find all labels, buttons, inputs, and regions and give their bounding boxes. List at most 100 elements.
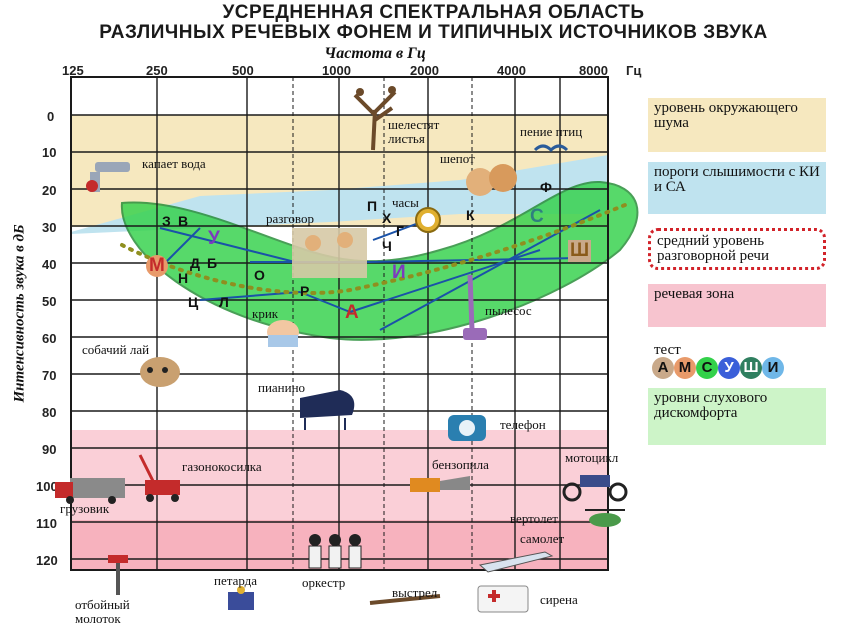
heli-icon xyxy=(585,509,625,527)
phoneme-sh: Ш xyxy=(568,240,592,262)
piano-icon xyxy=(300,390,355,430)
legend-thresholds: пороги слышимости с КИ и СА xyxy=(648,162,826,214)
talkers-icon xyxy=(292,228,367,278)
phoneme-n: Н xyxy=(178,270,189,286)
label-mower: газонокосилка xyxy=(182,459,262,474)
y-tick-40: 40 xyxy=(42,257,57,272)
test-letter-s: С xyxy=(696,357,718,379)
legend-discomfort: уровни слухового дискомфорта xyxy=(648,388,826,445)
phoneme-f: Ф xyxy=(540,179,552,195)
average-speech-level xyxy=(120,203,627,295)
x-tick-1000: 1000 xyxy=(322,63,351,78)
label-heli: вертолет xyxy=(510,511,558,526)
legend-noise: уровень окружающего шума xyxy=(648,98,826,152)
label-tap: капает вода xyxy=(142,156,206,171)
y-tick-120: 120 xyxy=(36,553,58,568)
phoneme-u: У xyxy=(208,228,220,249)
test-letter-a: А xyxy=(652,357,674,379)
phoneme-d: Д xyxy=(190,255,200,271)
phoneme-g: Г xyxy=(396,223,404,239)
ambulance-icon xyxy=(477,585,529,613)
bird-icon xyxy=(533,144,569,153)
phoneme-k: К xyxy=(466,207,475,223)
title-line-2: РАЗЛИЧНЫХ РЕЧЕВЫХ ФОНЕМ И ТИПИЧНЫХ ИСТОЧ… xyxy=(99,22,768,43)
phoneme-kh: Х xyxy=(382,210,392,226)
phoneme-a: А xyxy=(345,302,359,323)
y-tick-30: 30 xyxy=(42,220,57,235)
phoneme-i: И xyxy=(392,262,406,283)
x-tick-2000: 2000 xyxy=(410,63,439,78)
phoneme-s: С xyxy=(530,206,544,227)
label-leaves: шелестят листья xyxy=(388,117,440,146)
test-letters: А М С У Ш И xyxy=(652,357,784,379)
label-orchestra: оркестр xyxy=(302,575,346,590)
y-tick-60: 60 xyxy=(42,331,57,346)
label-phone: телефон xyxy=(500,417,546,432)
clock-icon xyxy=(415,207,441,233)
legend-test-label: тест xyxy=(654,342,681,358)
chainsaw-icon xyxy=(410,476,470,492)
test-letter-sh: Ш xyxy=(740,357,762,379)
legend-speech-zone: речевая зона xyxy=(648,284,826,327)
y-tick-20: 20 xyxy=(42,183,57,198)
mower-icon xyxy=(138,454,180,502)
label-chainsaw: бензопила xyxy=(432,457,489,472)
y-tick-50: 50 xyxy=(42,294,57,309)
x-tick-8000: 8000 xyxy=(579,63,608,78)
x-axis-label: Частота в Гц xyxy=(324,45,426,62)
y-tick-70: 70 xyxy=(42,368,57,383)
moto-icon xyxy=(562,475,628,502)
baby-icon xyxy=(267,320,299,347)
tree-icon xyxy=(353,86,397,151)
phoneme-z: З xyxy=(162,213,171,229)
x-tick-250: 250 xyxy=(146,63,168,78)
label-birds: пение птиц xyxy=(520,124,583,139)
label-shout: крик xyxy=(252,306,279,321)
y-tick-80: 80 xyxy=(42,405,57,420)
faces-icon xyxy=(466,164,517,196)
phoneme-ch: Ч xyxy=(382,238,392,254)
title-line-1: УСРЕДНЕННАЯ СПЕКТРАЛЬНАЯ ОБЛАСТЬ xyxy=(222,2,645,23)
legend-test: тест А М С У Ш И xyxy=(648,340,826,379)
label-moto: мотоцикл xyxy=(565,450,619,465)
plane-icon xyxy=(478,551,554,573)
y-tick-0: 0 xyxy=(47,109,55,124)
phoneme-m: М xyxy=(146,255,168,277)
truck-icon xyxy=(55,478,125,504)
test-letter-i: И xyxy=(762,357,784,379)
y-tick-10: 10 xyxy=(42,145,57,160)
label-siren: сирена xyxy=(540,592,578,607)
tap-icon xyxy=(86,162,130,192)
phoneme-r: Р xyxy=(300,283,310,299)
label-vacuum: пылесос xyxy=(485,303,532,318)
rifle-icon xyxy=(369,594,441,605)
phoneme-l: Л xyxy=(219,294,229,310)
y-tick-90: 90 xyxy=(42,442,57,457)
phoneme-o: О xyxy=(254,267,265,283)
label-plane: самолет xyxy=(520,531,565,546)
phoneme-v: В xyxy=(178,213,189,229)
label-dog: собачий лай xyxy=(82,342,150,357)
phone-icon xyxy=(448,415,486,441)
test-letter-u: У xyxy=(718,357,740,379)
firecracker-icon xyxy=(228,586,254,610)
label-shot: выстрел xyxy=(392,585,438,600)
label-talk: разговор xyxy=(266,211,314,226)
x-tick-125: 125 xyxy=(62,63,84,78)
dog-icon xyxy=(140,357,180,387)
legend-speech-level: средний уровень разговорной речи xyxy=(648,228,826,270)
phoneme-p: П xyxy=(367,198,378,214)
vacuum-icon xyxy=(463,274,487,340)
label-clock: часы xyxy=(392,195,419,210)
y-tick-110: 110 xyxy=(36,516,57,531)
label-firecracker: петарда xyxy=(214,573,258,588)
x-tick-4000: 4000 xyxy=(497,63,526,78)
x-tick-500: 500 xyxy=(232,63,254,78)
label-piano: пианино xyxy=(258,380,306,395)
test-letter-m: М xyxy=(674,357,696,379)
label-hammer: отбойный молоток xyxy=(75,597,130,626)
hammer-icon xyxy=(108,555,128,595)
label-truck: грузовик xyxy=(60,501,110,516)
